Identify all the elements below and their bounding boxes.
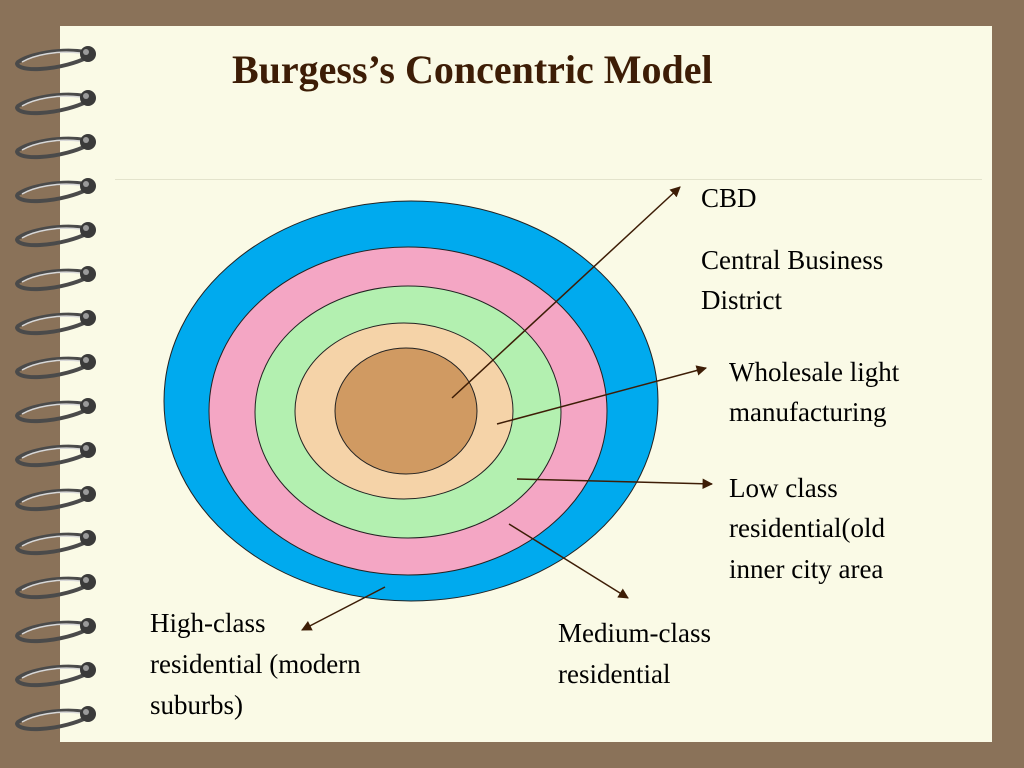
spiral-ring-icon bbox=[15, 442, 96, 468]
spiral-ring-icon bbox=[15, 222, 96, 248]
spiral-ring-icon bbox=[15, 134, 96, 160]
label-high-class-line2: residential (modern bbox=[150, 649, 361, 679]
spiral-ring-icon bbox=[15, 574, 96, 600]
spiral-ring-icon bbox=[15, 486, 96, 512]
label-high-class-line3: suburbs) bbox=[150, 690, 243, 720]
spiral-ring-icon bbox=[15, 662, 96, 688]
arrow-medium-class bbox=[508, 523, 629, 599]
page-title: Burgess’s Concentric Model bbox=[232, 47, 713, 92]
spiral-ring-icon bbox=[15, 90, 96, 116]
spiral-ring-icon bbox=[15, 398, 96, 424]
label-medium-class-line1: Medium-class bbox=[558, 618, 711, 648]
zone-cbd bbox=[334, 347, 478, 475]
arrow-low-class bbox=[516, 478, 714, 490]
arrow-wholesale bbox=[496, 365, 708, 425]
spiral-ring-icon bbox=[15, 618, 96, 644]
label-wholesale-line2: manufacturing bbox=[729, 397, 887, 427]
title-divider bbox=[115, 179, 982, 180]
spiral-ring-icon bbox=[15, 706, 96, 732]
label-cbd-full-line1: Central Business bbox=[701, 245, 884, 275]
label-wholesale-line1: Wholesale light bbox=[729, 357, 900, 387]
spiral-binding-icon bbox=[15, 46, 96, 732]
label-low-class-line2: residential(old bbox=[729, 513, 885, 543]
label-low-class-line1: Low class bbox=[729, 473, 838, 503]
label-cbd-full-line2: District bbox=[701, 285, 782, 315]
label-low-class-line3: inner city area bbox=[729, 554, 884, 584]
label-high-class-line1: High-class bbox=[150, 608, 266, 638]
label-cbd: CBD bbox=[701, 183, 757, 213]
arrow-cbd bbox=[451, 186, 681, 399]
spiral-ring-icon bbox=[15, 178, 96, 204]
spiral-ring-icon bbox=[15, 354, 96, 380]
spiral-ring-icon bbox=[15, 46, 96, 72]
spiral-ring-icon bbox=[15, 266, 96, 292]
arrow-high-class bbox=[301, 586, 386, 631]
spiral-ring-icon bbox=[15, 310, 96, 336]
label-medium-class-line2: residential bbox=[558, 659, 671, 689]
spiral-ring-icon bbox=[15, 530, 96, 556]
